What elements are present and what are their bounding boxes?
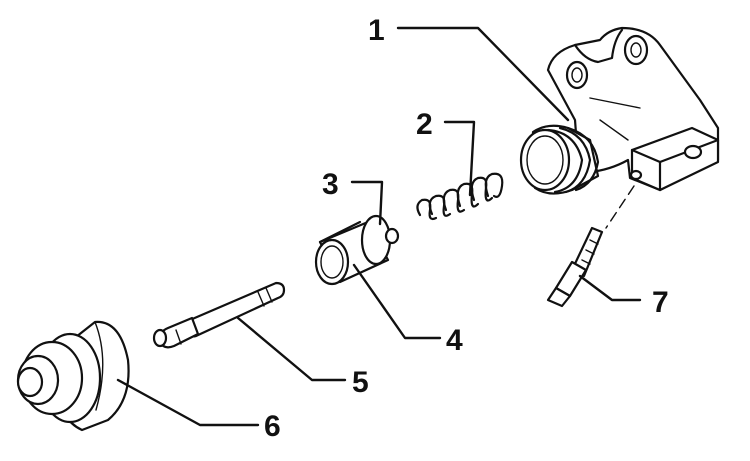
leader-1 — [396, 26, 570, 122]
part-5-push-rod — [152, 281, 286, 349]
leader-3 — [350, 180, 384, 226]
callout-5: 5 — [352, 366, 369, 399]
leader-6 — [116, 378, 260, 427]
part-7-bleeder-screw — [546, 185, 635, 308]
callout-2: 2 — [416, 108, 433, 141]
part-6-dust-boot — [16, 320, 130, 432]
part-2-spring — [416, 172, 504, 221]
callouts: 1 2 3 4 5 6 7 — [264, 14, 669, 443]
leader-7 — [578, 274, 642, 302]
callout-4: 4 — [446, 324, 463, 357]
leader-5 — [236, 316, 347, 382]
leader-4 — [352, 263, 442, 340]
callout-3: 3 — [322, 168, 339, 201]
part-1-cylinder-housing — [519, 26, 720, 195]
callout-7: 7 — [652, 286, 669, 319]
callout-1: 1 — [368, 14, 385, 47]
part-3-4-piston-seal — [314, 214, 400, 286]
leader-lines — [116, 26, 642, 427]
leader-2 — [443, 120, 476, 197]
callout-6: 6 — [264, 410, 281, 443]
